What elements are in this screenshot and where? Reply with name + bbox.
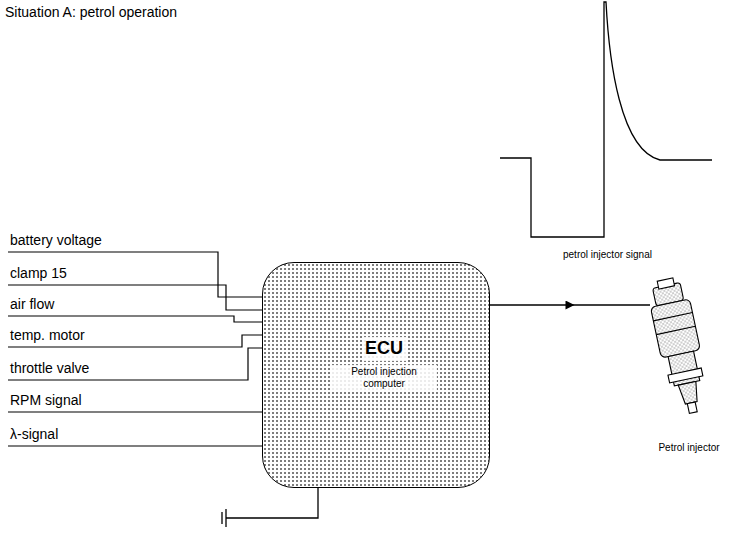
signal-name: throttle valve bbox=[10, 360, 89, 376]
ground-symbol bbox=[222, 488, 318, 527]
injector-name: Petrol injector bbox=[655, 441, 722, 455]
ecu-description: Petrol injection computer bbox=[331, 365, 437, 391]
injector-signal-waveform bbox=[500, 2, 712, 237]
injector-node: Petrol injector bbox=[650, 285, 728, 455]
signal-name: battery voltage bbox=[10, 232, 102, 248]
injector-illustration bbox=[645, 275, 712, 416]
signal-name: RPM signal bbox=[10, 392, 82, 408]
ecu-heading: ECU bbox=[362, 337, 406, 361]
diagram-title: Situation A: petrol operation bbox=[5, 4, 177, 20]
signal-name: clamp 15 bbox=[10, 265, 67, 281]
signal-name: λ-signal bbox=[10, 426, 58, 442]
signal-name: air flow bbox=[10, 296, 54, 312]
signal-connector bbox=[490, 304, 650, 305]
input-wires bbox=[8, 252, 262, 446]
signal-name: temp. motor bbox=[10, 327, 85, 343]
signal-caption: petrol injector signal bbox=[563, 249, 652, 261]
ecu-box: ECU Petrol injection computer bbox=[262, 262, 490, 488]
